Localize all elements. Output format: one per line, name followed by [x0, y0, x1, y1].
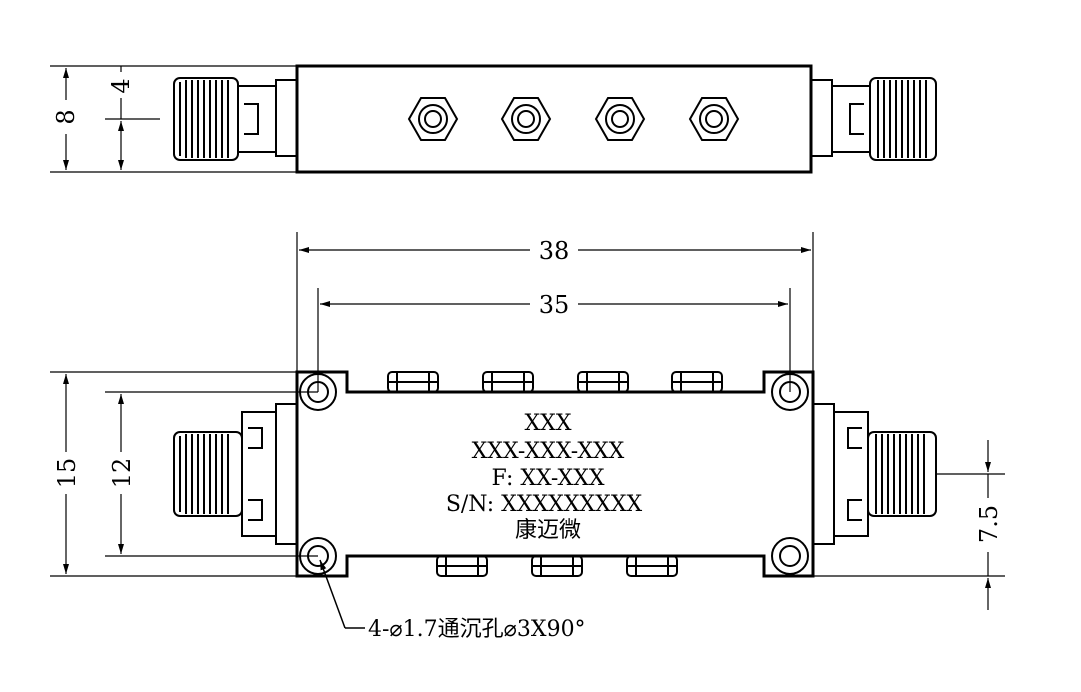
top-screw-1 — [407, 97, 459, 141]
label-line-1: XXX — [525, 411, 572, 436]
front-nut-top-1 — [387, 371, 439, 393]
hole-note-leader — [319, 559, 346, 629]
top-view — [50, 64, 937, 174]
label-line-5: 康迈微 — [515, 518, 581, 543]
dim-connector-offset: 7.5 — [975, 505, 1003, 543]
dim-length-outer: 38 — [539, 237, 570, 265]
dim-height-top: 8 — [52, 109, 80, 124]
front-nut-bottom-1 — [436, 555, 488, 577]
dim-length-holes: 35 — [539, 291, 570, 319]
dim-height-outer: 15 — [53, 458, 81, 489]
label-line-4: S/N: XXXXXXXXX — [446, 492, 643, 517]
front-view — [50, 232, 1005, 629]
front-nut-bottom-3 — [626, 555, 678, 577]
front-nut-top-4 — [671, 371, 723, 393]
top-screw-2 — [500, 97, 552, 141]
front-nut-bottom-2 — [531, 555, 583, 577]
hole-note: 4-⌀1.7通沉孔⌀3X90° — [368, 617, 586, 642]
top-view-body — [295, 64, 813, 174]
label-line-2: XXX-XXX-XXX — [472, 439, 625, 464]
mount-hole-br — [771, 537, 809, 575]
front-left-connector — [173, 403, 298, 545]
top-left-connector — [173, 77, 298, 161]
front-nut-top-2 — [482, 371, 534, 393]
front-right-connector — [812, 403, 937, 545]
top-screw-3 — [594, 97, 646, 141]
top-screw-4 — [688, 97, 740, 141]
top-right-connector — [810, 77, 937, 161]
dim-center-top: 4 — [107, 78, 135, 93]
label-line-3: F: XX-XXX — [491, 466, 604, 491]
front-nut-top-3 — [577, 371, 629, 393]
dim-height-holes: 12 — [108, 458, 136, 489]
